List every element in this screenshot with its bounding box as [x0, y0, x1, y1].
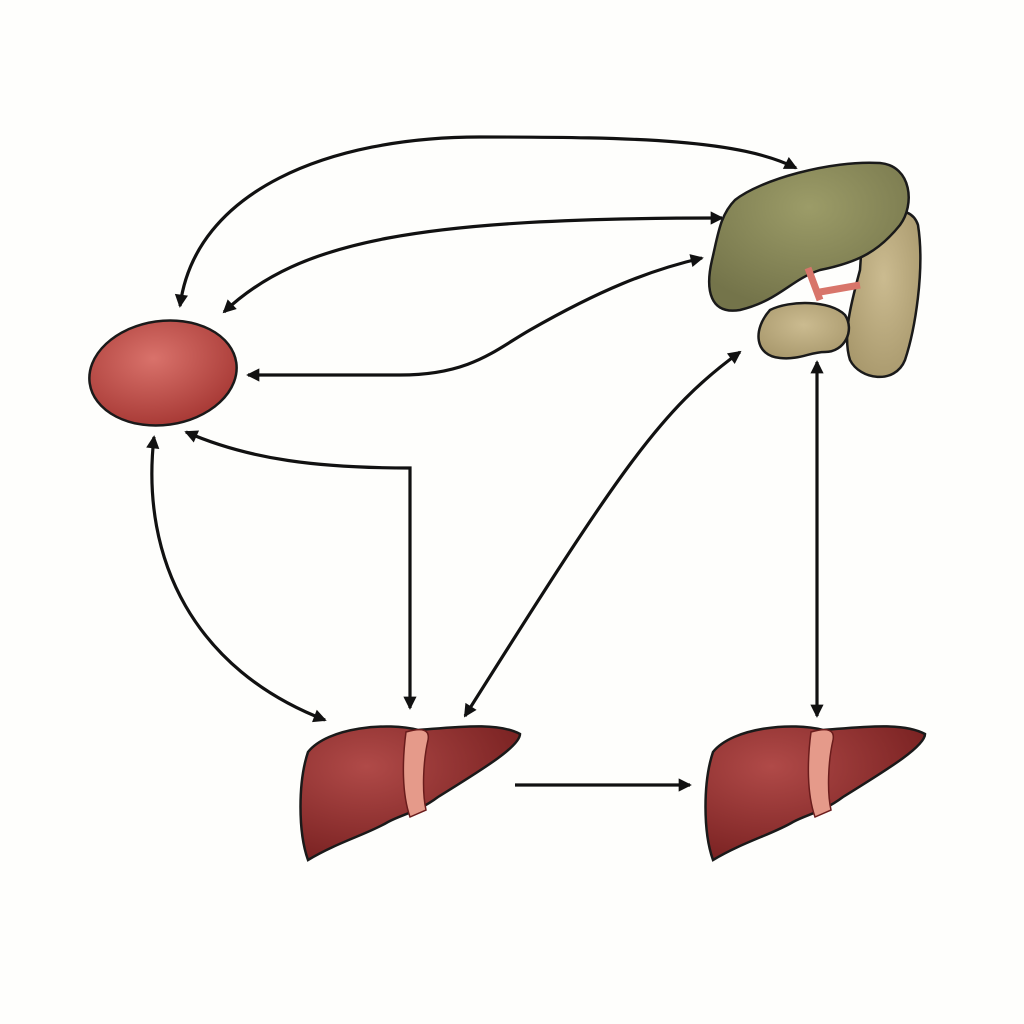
stomach-pancreas-organ-icon: [708, 161, 922, 379]
liver-icon: [704, 725, 927, 862]
edge-oval-to-upper-organ-lower: [246, 254, 704, 382]
edge-oval-to-upper-organ-middle: [222, 211, 724, 314]
edges: [146, 135, 824, 792]
liver-left: [299, 725, 522, 862]
edge-oval-to-liver-left-curve: [146, 435, 327, 723]
edge-oval-to-upper-organ-top: [174, 135, 798, 308]
edge-oval-to-liver-left-elbow: [184, 430, 417, 710]
edge-upper-organ-to-liver-left: [463, 350, 742, 718]
liver-icon: [299, 725, 522, 862]
oval-organ-icon: [88, 319, 238, 427]
liver-right: [704, 725, 927, 862]
